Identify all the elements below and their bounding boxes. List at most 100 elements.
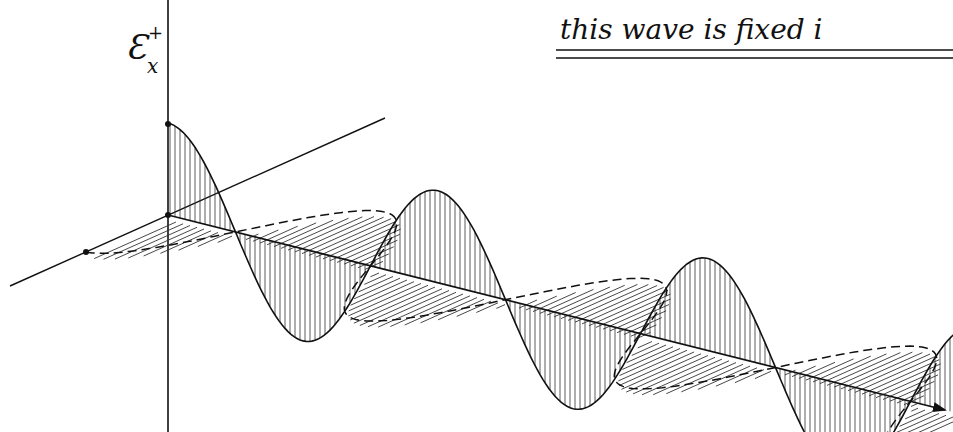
hatch-line [340,258,341,318]
hatch-line [610,326,611,386]
hatch-line [710,259,711,351]
hatch-line [385,239,386,270]
hatch-line [930,366,931,406]
propagation-axis [168,215,945,410]
hatch-line [390,230,391,270]
hatch-line [330,229,401,261]
hatch-line [666,363,736,394]
hatch-line [405,208,406,274]
hatch-line [355,262,356,295]
hatch-line [300,248,301,340]
hatch-line [430,190,431,280]
hatch-line [450,197,451,285]
hatch-line [705,258,706,350]
hatch-line [698,366,750,389]
hatch-line [624,318,662,335]
hatch-line [825,380,826,432]
hatch-line [799,362,835,378]
waves [86,123,953,432]
field-label: x [147,56,158,76]
hatch-line [220,196,221,229]
hatch-line [785,370,786,390]
hatch-line [820,379,821,432]
hatch-line [185,134,186,219]
hatch-line [335,257,336,325]
hatch-line [554,285,625,317]
hatch-line [540,308,541,374]
note-text: this wave is fixed i [560,16,823,44]
hatch-line [280,243,281,322]
hatch-line [855,356,936,392]
hatch-line [225,207,226,229]
hatch-line [190,140,191,220]
hatch-line [675,276,676,342]
hatch-line [550,311,551,390]
hatch-line [260,226,298,243]
hatch-line [128,227,197,258]
hatch-line [715,262,716,353]
hatch-line [250,236,251,266]
hatch-line [765,343,766,365]
hatch-line [285,244,286,328]
hatch-line [270,241,271,307]
field-label: Ɛ [126,30,147,64]
hatch-line [580,318,581,409]
hatch-line [378,292,456,327]
hatch-line [945,344,946,410]
hatch-line [480,242,481,293]
hatching [94,124,953,432]
hatch-line [455,202,456,287]
field-dot [165,121,171,127]
hatch-line [815,377,816,432]
underline [556,57,953,59]
hatch-line [760,331,761,364]
hatch-line [813,356,871,382]
hatch-line [730,276,731,356]
hatch-line [690,262,691,346]
hatch-line [360,289,442,326]
hatch-line [585,320,586,408]
hatch-line [302,217,384,253]
hatch-line [925,375,926,406]
hatch-line [425,192,426,280]
hatch-line [632,343,659,355]
hatch-line [870,391,871,432]
field-dot [83,249,89,255]
transverse-axis [10,118,385,286]
electric-wave [168,123,953,432]
hatch-line [575,317,576,409]
hatch-line [245,234,246,254]
hatch-line [438,299,484,320]
hatch-line [274,220,333,246]
hatch-line [535,307,536,365]
hatch-line [200,155,201,223]
hatch-line [445,194,446,285]
hatch-line [895,414,939,432]
hatch-line [561,284,638,318]
underline [556,49,953,51]
hatch-line [622,347,673,370]
hatch-line [485,252,486,294]
hatch-line [490,263,491,295]
hatch-line [670,283,671,341]
hatch-line [800,374,801,424]
hatch-line [215,185,216,227]
hatch-line [720,265,721,354]
hatch-line [750,310,751,362]
hatch-line [626,356,708,393]
hatch-line [841,353,922,389]
hatch-line [911,408,918,411]
hatch-line [305,249,306,341]
hatch-line [420,194,421,278]
hatch-line [421,298,477,323]
hatch-line [345,259,346,311]
hatch-line [735,283,736,357]
hatch-line [700,258,701,348]
hatch-line [830,381,831,432]
hatch-line [555,312,556,396]
hatch-line [560,313,561,401]
hatch-line [320,253,321,338]
hatch-line [716,368,757,386]
